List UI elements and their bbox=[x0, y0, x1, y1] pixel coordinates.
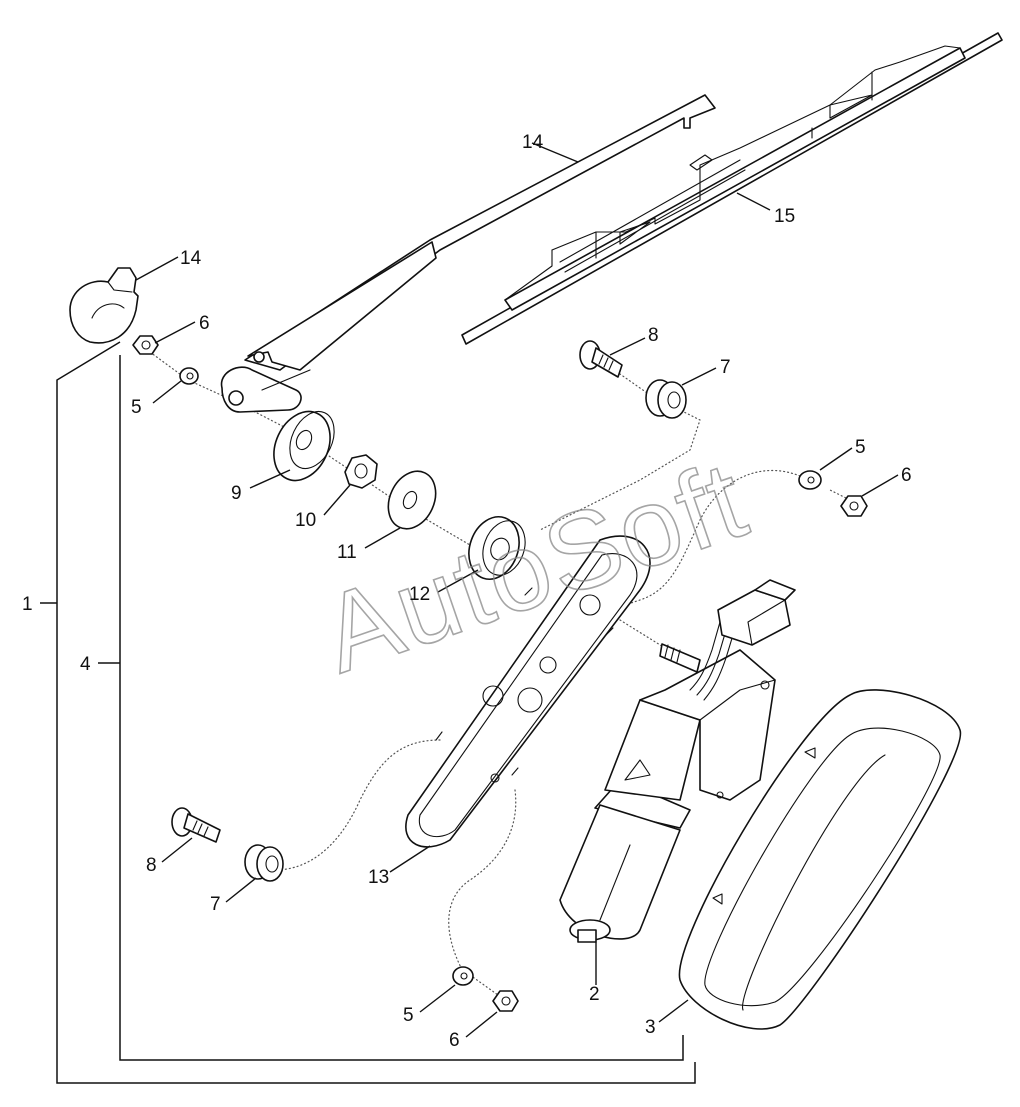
arm-cap bbox=[69, 267, 139, 344]
nut-top-left bbox=[132, 335, 159, 355]
callout-6-top-left: 6 bbox=[199, 313, 210, 334]
callout-12: 12 bbox=[409, 584, 430, 605]
leader-lines bbox=[135, 142, 899, 1038]
callout-6-right: 6 bbox=[901, 465, 912, 486]
callout-5-top-left: 5 bbox=[131, 397, 142, 418]
assembly-bracket-4 bbox=[98, 355, 684, 1061]
assembly-bracket-1 bbox=[40, 341, 696, 1084]
callout-3: 3 bbox=[645, 1017, 656, 1038]
hex-nut-10 bbox=[344, 454, 378, 489]
screw-lower bbox=[171, 807, 221, 843]
washer-right bbox=[798, 470, 822, 490]
mounting-plate bbox=[405, 535, 651, 848]
washer-top-left bbox=[179, 367, 199, 385]
callout-labels: 1 4 14 15 14 6 5 9 10 11 12 8 7 5 6 8 7 … bbox=[22, 132, 912, 1051]
grommet-lower bbox=[244, 844, 284, 882]
washer-bottom bbox=[452, 966, 474, 986]
callout-8-lower: 8 bbox=[146, 855, 157, 876]
callout-10: 10 bbox=[295, 510, 316, 531]
callout-7-lower: 7 bbox=[210, 894, 221, 915]
washer-11 bbox=[387, 470, 437, 530]
motor-cover bbox=[678, 689, 962, 1030]
callout-14-arm: 14 bbox=[522, 132, 544, 153]
callout-15: 15 bbox=[774, 206, 795, 227]
callout-11: 11 bbox=[337, 542, 357, 563]
nut-bottom bbox=[492, 990, 519, 1012]
wiper-motor bbox=[559, 579, 796, 943]
callout-13: 13 bbox=[368, 867, 389, 888]
callout-2: 2 bbox=[589, 984, 600, 1005]
callout-9: 9 bbox=[231, 483, 242, 504]
bushing-12 bbox=[468, 516, 526, 580]
callout-5-bottom: 5 bbox=[403, 1005, 414, 1026]
spacer-9 bbox=[273, 410, 335, 482]
wiper-blade bbox=[461, 32, 1003, 345]
nut-right bbox=[840, 495, 868, 517]
callout-14-cap: 14 bbox=[180, 248, 202, 269]
callout-1: 1 bbox=[22, 594, 33, 615]
screw-upper bbox=[579, 340, 623, 378]
callout-6-bottom: 6 bbox=[449, 1030, 460, 1051]
callout-8-upper: 8 bbox=[648, 325, 659, 346]
grommet-upper bbox=[645, 379, 687, 419]
callout-7-upper: 7 bbox=[720, 357, 731, 378]
callout-4: 4 bbox=[80, 654, 91, 675]
wiper-arm bbox=[220, 94, 716, 413]
callout-5-right: 5 bbox=[855, 437, 866, 458]
